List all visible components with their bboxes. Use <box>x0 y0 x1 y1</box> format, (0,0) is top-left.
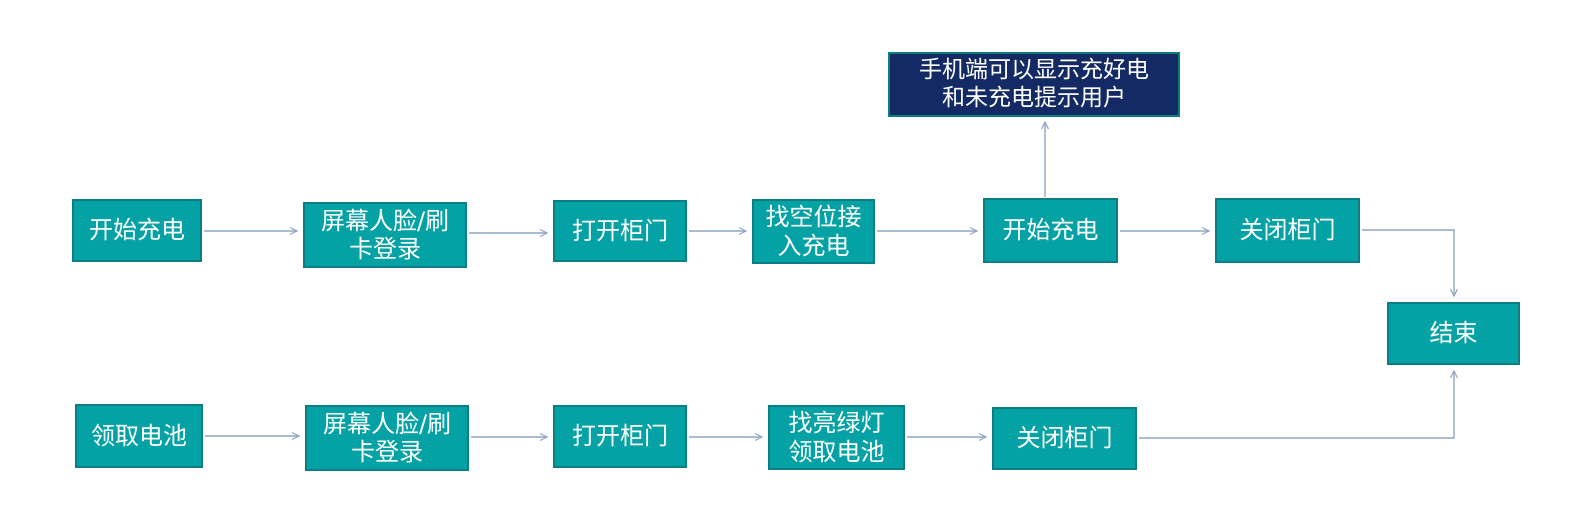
node-label: 关闭柜门 <box>1239 216 1336 245</box>
node-label: 屏幕人脸/刷 卡登录 <box>322 409 452 466</box>
node-label: 关闭柜门 <box>1016 424 1113 453</box>
node-label: 开始充电 <box>1002 216 1099 245</box>
node-close-door-top[interactable]: 关闭柜门 <box>1215 198 1360 263</box>
node-label: 领取电池 <box>91 421 187 450</box>
node-mobile-notification-note[interactable]: 手机端可以显示充好电 和未充电提示用户 <box>888 52 1180 117</box>
node-open-door-top[interactable]: 打开柜门 <box>553 200 687 262</box>
node-start-charging-action[interactable]: 开始充电 <box>983 198 1118 263</box>
node-label: 手机端可以显示充好电 和未充电提示用户 <box>919 57 1149 111</box>
node-label: 开始充电 <box>89 216 185 245</box>
node-label: 找空位接 入充电 <box>765 203 862 260</box>
node-label: 屏幕人脸/刷 卡登录 <box>320 206 450 263</box>
edge-b5-end <box>1139 369 1459 439</box>
node-face-card-login-top[interactable]: 屏幕人脸/刷 卡登录 <box>303 202 467 268</box>
edge-t6-end <box>1362 229 1459 298</box>
node-open-door-bottom[interactable]: 打开柜门 <box>553 405 687 468</box>
node-find-green-light[interactable]: 找亮绿灯 领取电池 <box>768 405 905 470</box>
node-find-empty-slot[interactable]: 找空位接 入充电 <box>752 199 875 264</box>
node-label: 打开柜门 <box>572 422 668 451</box>
node-end[interactable]: 结束 <box>1387 302 1520 365</box>
node-face-card-login-bottom[interactable]: 屏幕人脸/刷 卡登录 <box>305 405 469 471</box>
node-label: 结束 <box>1429 319 1478 348</box>
node-close-door-bottom[interactable]: 关闭柜门 <box>992 407 1137 470</box>
node-collect-battery-entry[interactable]: 领取电池 <box>75 404 203 468</box>
node-label: 找亮绿灯 领取电池 <box>788 409 885 466</box>
node-start-charging-entry[interactable]: 开始充电 <box>72 199 202 262</box>
node-label: 打开柜门 <box>572 216 668 245</box>
